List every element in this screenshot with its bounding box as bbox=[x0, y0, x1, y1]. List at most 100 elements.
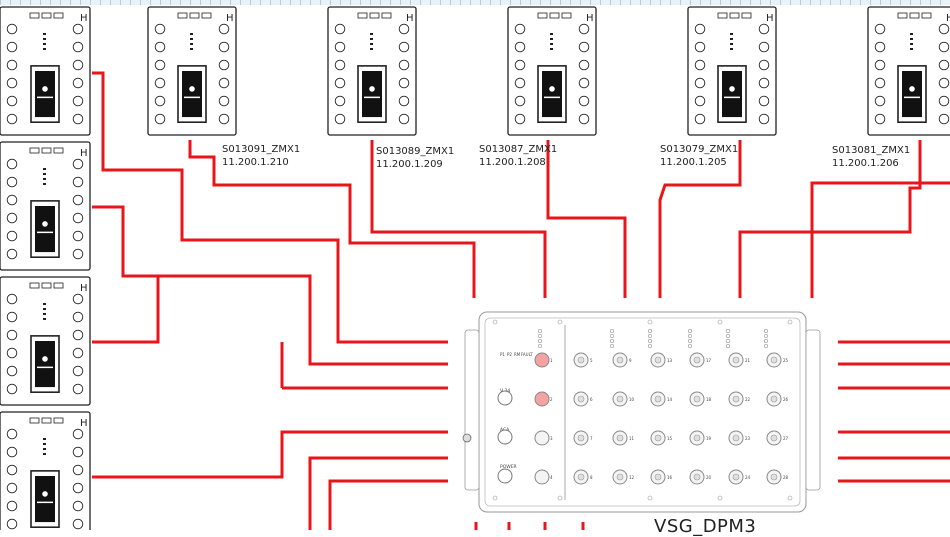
status-led bbox=[910, 38, 913, 40]
port-led bbox=[647, 343, 653, 349]
header-bump bbox=[897, 12, 908, 19]
header-bump bbox=[53, 282, 64, 289]
port-led bbox=[537, 343, 543, 349]
port-number: 13 bbox=[667, 358, 673, 363]
switch-title: VSG_DPM3 bbox=[654, 516, 757, 537]
housing-screw bbox=[557, 495, 563, 501]
port-number: 21 bbox=[745, 358, 751, 363]
io-terminal bbox=[398, 95, 410, 107]
port-socket bbox=[693, 434, 701, 442]
port-led bbox=[687, 343, 693, 349]
connector-body bbox=[35, 341, 55, 388]
status-led bbox=[43, 303, 46, 305]
status-led bbox=[910, 43, 913, 45]
port-socket bbox=[616, 473, 624, 481]
port-socket bbox=[770, 356, 778, 364]
port-socket bbox=[654, 356, 662, 364]
switch-inner-frame bbox=[484, 317, 801, 507]
io-terminal bbox=[218, 59, 230, 71]
status-led bbox=[190, 48, 193, 50]
node-label-s013087[interactable]: S013087_ZMX1 11.200.1.208 bbox=[479, 143, 557, 169]
status-led bbox=[43, 168, 46, 170]
link-line bbox=[92, 430, 448, 479]
port-number: 14 bbox=[667, 397, 673, 402]
io-terminal bbox=[938, 23, 950, 35]
link-line bbox=[810, 181, 950, 298]
port-socket bbox=[732, 356, 740, 364]
status-led bbox=[190, 43, 193, 45]
io-terminal bbox=[398, 113, 410, 125]
mount-left bbox=[464, 329, 480, 491]
link-line bbox=[308, 456, 448, 530]
io-terminal bbox=[398, 77, 410, 89]
connection-links bbox=[92, 71, 950, 530]
io-terminal bbox=[758, 23, 770, 35]
io-terminal bbox=[154, 23, 166, 35]
status-led bbox=[730, 33, 733, 35]
status-led bbox=[190, 38, 193, 40]
io-terminal bbox=[6, 428, 18, 440]
io-terminal bbox=[6, 23, 18, 35]
io-terminal bbox=[154, 41, 166, 53]
connector-body bbox=[542, 71, 562, 118]
io-terminal bbox=[218, 95, 230, 107]
io-terminal bbox=[6, 194, 18, 206]
status-led bbox=[370, 38, 373, 40]
port-led bbox=[725, 343, 731, 349]
io-terminal bbox=[72, 500, 84, 512]
port-socket bbox=[732, 434, 740, 442]
port-number: 9 bbox=[629, 358, 632, 363]
io-terminal bbox=[334, 77, 346, 89]
node-label-s013081[interactable]: S013081_ZMX1 11.200.1.206 bbox=[832, 144, 910, 170]
io-terminal bbox=[6, 329, 18, 341]
node-ip: 11.200.1.210 bbox=[222, 157, 289, 168]
io-terminal bbox=[72, 212, 84, 224]
io-terminal bbox=[72, 230, 84, 242]
switch-vsg-dpm3[interactable]: P1P2RMFAULTV 24ACAPOWER12345678910111213… bbox=[462, 311, 821, 513]
io-terminal bbox=[6, 158, 18, 170]
status-led bbox=[43, 318, 46, 320]
port-number: 28 bbox=[783, 475, 789, 480]
port-led bbox=[537, 333, 543, 339]
node-label-s013089[interactable]: S013089_ZMX1 11.200.1.209 bbox=[376, 145, 454, 171]
status-led bbox=[550, 48, 553, 50]
status-led bbox=[43, 33, 46, 35]
io-terminal bbox=[6, 482, 18, 494]
connector-stripe bbox=[364, 96, 380, 99]
io-terminal bbox=[218, 23, 230, 35]
link-line bbox=[658, 140, 742, 298]
io-terminal bbox=[514, 41, 526, 53]
node-label-s013091[interactable]: S013091_ZMX1 11.200.1.210 bbox=[222, 143, 300, 169]
io-terminal bbox=[874, 95, 886, 107]
connector-logo bbox=[189, 86, 195, 92]
io-terminal bbox=[334, 41, 346, 53]
led-label: RM bbox=[514, 352, 521, 357]
node-label-s013079[interactable]: S013079_ZMX1 11.200.1.205 bbox=[660, 143, 738, 169]
port-socket bbox=[577, 434, 585, 442]
header-bump bbox=[909, 12, 920, 19]
io-terminal bbox=[6, 293, 18, 305]
led-label: P1 bbox=[500, 352, 505, 357]
status-led bbox=[43, 38, 46, 40]
status-led bbox=[43, 453, 46, 455]
link-line bbox=[738, 140, 922, 298]
io-terminal bbox=[72, 41, 84, 53]
link-line bbox=[370, 140, 547, 298]
connector-body bbox=[722, 71, 742, 118]
port-socket bbox=[770, 434, 778, 442]
header-bump bbox=[53, 12, 64, 19]
io-terminal bbox=[72, 383, 84, 395]
connector-logo bbox=[909, 86, 915, 92]
port-led bbox=[725, 333, 731, 339]
header-bump bbox=[29, 147, 40, 154]
io-terminal bbox=[72, 113, 84, 125]
header-bump bbox=[729, 12, 740, 19]
header-mark: H bbox=[946, 13, 950, 24]
io-terminal bbox=[334, 95, 346, 107]
connector-logo bbox=[42, 491, 48, 497]
housing-screw bbox=[717, 495, 723, 501]
connector-logo bbox=[729, 86, 735, 92]
port-led bbox=[763, 338, 769, 344]
connector-stripe bbox=[184, 96, 200, 99]
